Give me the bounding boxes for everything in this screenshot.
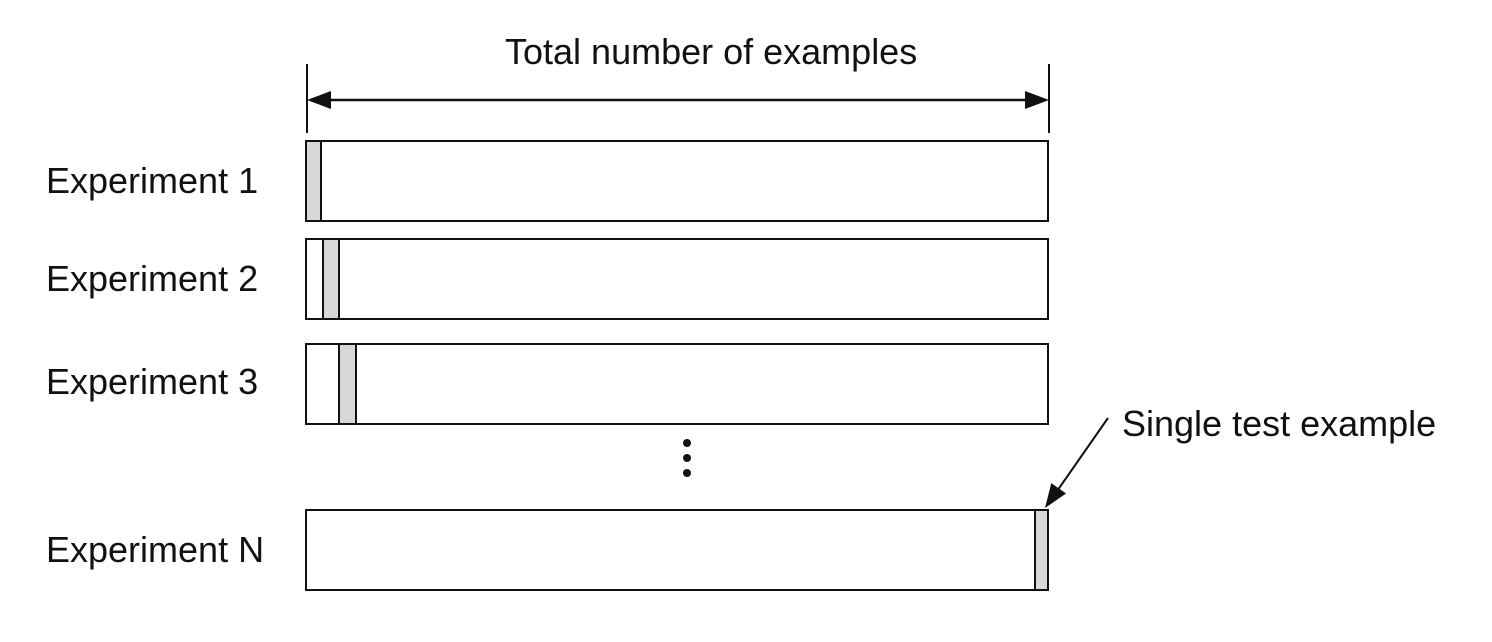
- annotation-arrow-icon: [1045, 417, 1109, 508]
- experiment-n-bar: [305, 509, 1049, 591]
- experiment-2-label: Experiment 2: [46, 258, 259, 299]
- range-tick-left: [306, 64, 308, 133]
- total-examples-label: Total number of examples: [505, 31, 918, 72]
- experiment-3-label: Experiment 3: [46, 361, 259, 402]
- single-test-example-label: Single test example: [1122, 403, 1437, 444]
- range-tick-right: [1048, 64, 1050, 133]
- test-cell: [307, 142, 322, 220]
- experiment-2-bar: [305, 238, 1049, 320]
- test-cell: [322, 240, 340, 318]
- experiment-1-bar: [305, 140, 1049, 222]
- experiment-n-label: Experiment N: [46, 529, 265, 570]
- test-cell: [338, 345, 357, 423]
- test-cell: [1034, 511, 1047, 589]
- experiment-1-label: Experiment 1: [46, 160, 259, 201]
- double-headed-arrow-icon: [307, 91, 1049, 109]
- experiment-3-bar: [305, 343, 1049, 425]
